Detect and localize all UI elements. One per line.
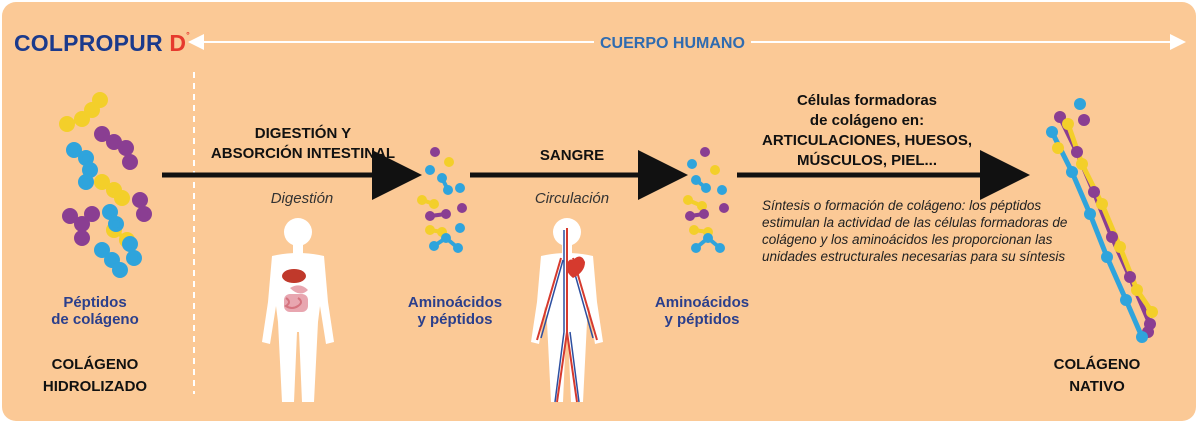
synthesis-description: Síntesis o formación de colágeno: los pé… [762,198,1068,264]
circulation-subtitle: Circulación [534,190,610,207]
peptide-molecules-icon [59,92,152,278]
hydrolyzed-collagen-label: COLÁGENO HIDROLIZADO [42,356,148,395]
digestion-title: DIGESTIÓN Y ABSORCIÓN INTESTINAL [210,125,396,162]
digestive-system-icon [262,218,334,402]
collagen-cells-title: Células formadoras de colágeno en: ARTIC… [761,92,972,169]
amino-acids-icon-1 [417,147,467,253]
native-collagen-label: COLÁGENO NATIVO [1053,356,1141,395]
amino-acids-icon-2 [683,147,729,253]
brand-logo: COLPROPUR D° [14,30,190,56]
digestion-subtitle: Digestión [270,190,334,207]
amino-acids-caption-1: Aminoácidos y péptidos [407,294,503,328]
native-collagen-icon [1046,98,1158,343]
peptides-caption: Péptidos de colágeno [51,294,139,328]
header-title: CUERPO HUMANO [594,35,751,53]
amino-acids-caption-2: Aminoácidos y péptidos [654,294,750,328]
blood-title: SANGRE [539,147,605,164]
circulatory-system-icon [531,218,603,403]
